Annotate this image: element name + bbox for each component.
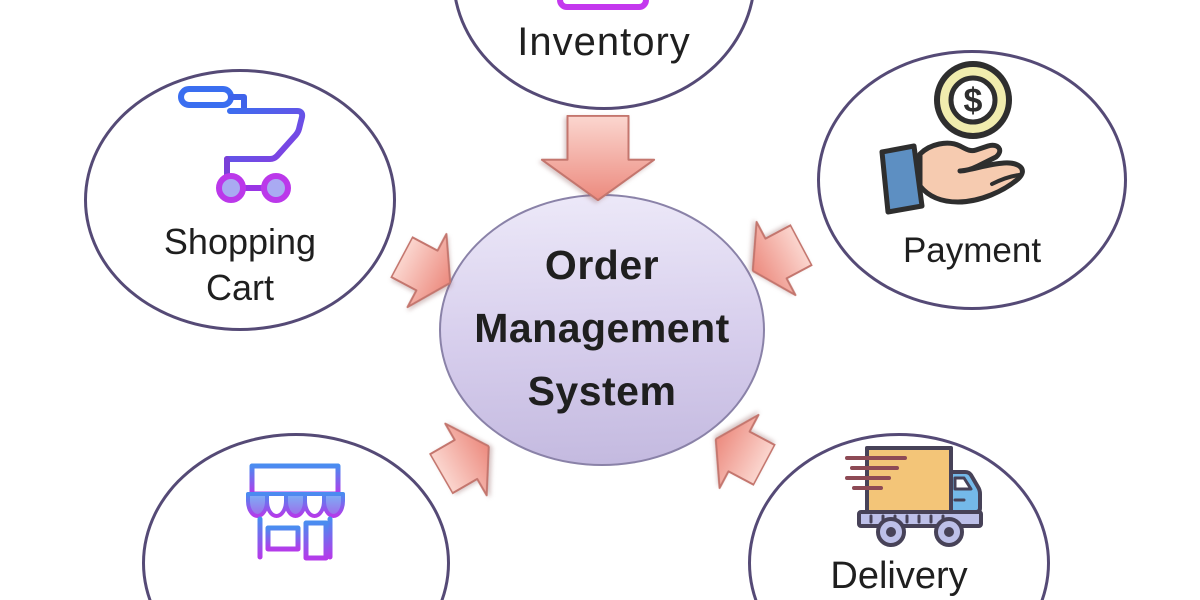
inventory-label: Inventory [517, 20, 691, 64]
arrow-store-to-center [418, 407, 511, 513]
storefront-icon [241, 463, 349, 562]
arrow-shopping-cart-to-center [380, 217, 472, 323]
shopping-cart-icon [178, 86, 306, 203]
delivery-label: Delivery [830, 555, 968, 597]
arrow-payment-to-center [731, 205, 823, 311]
shopping-cart-label: Shopping Cart [163, 221, 317, 308]
delivery-truck-icon [845, 446, 983, 547]
center-circle [439, 194, 765, 466]
center-title-line-1: Order [544, 241, 660, 288]
arrow-delivery-to-center [694, 399, 786, 505]
payment-label: Payment [902, 231, 1042, 270]
center-title-line-2: Management [474, 304, 730, 351]
center-title-line-3: System [527, 367, 677, 414]
svg-text:$: $ [964, 82, 983, 120]
arrow-inventory-to-center [537, 115, 659, 201]
center-title: Order Management System [439, 192, 765, 464]
dollar-coin-hand-icon: $ [879, 61, 1025, 215]
box-icon [557, 0, 649, 10]
